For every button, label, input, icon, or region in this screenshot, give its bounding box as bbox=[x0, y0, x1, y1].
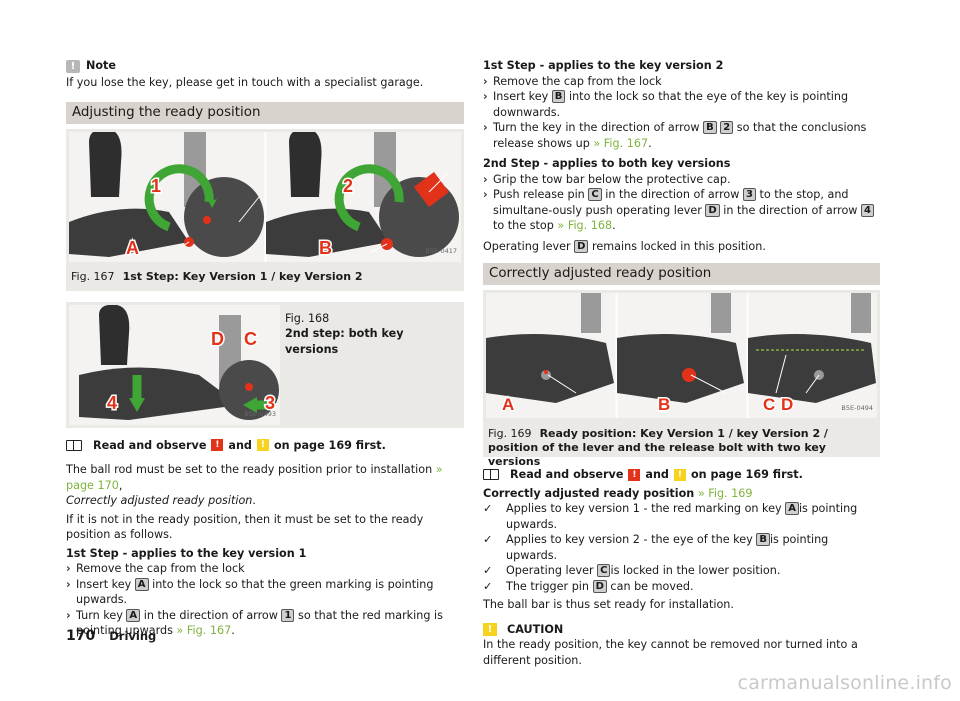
figure-168: D C 4 3 B5E-0493 Fig. 168 2nd step: both… bbox=[66, 301, 464, 428]
fig168-label-4: 4 bbox=[107, 393, 117, 413]
caution-header: ! CAUTION bbox=[483, 622, 880, 638]
note-icon: ! bbox=[66, 59, 80, 73]
read-observe-post: on page 169 first. bbox=[273, 438, 386, 452]
fig169-number: Fig. 169 bbox=[488, 427, 532, 440]
fig169-label-a: A bbox=[502, 395, 514, 414]
check-item-1: ✓Applies to key version 1 - the red mark… bbox=[483, 502, 858, 531]
fig168-label-3: 3 bbox=[265, 393, 275, 413]
read-observe-text-right: Read and observe bbox=[510, 468, 624, 481]
step2-item-1: ›Grip the tow bar below the protective c… bbox=[483, 172, 731, 186]
left-column: ! Note If you lose the key, please get i… bbox=[66, 58, 464, 639]
fig168-link[interactable]: » Fig. 168 bbox=[557, 219, 613, 232]
checkmark-icon: ✓ bbox=[483, 564, 493, 577]
step1-v2-item-3: ›Turn the key in the direction of arrow … bbox=[483, 121, 867, 150]
fig169-link[interactable]: » Fig. 169 bbox=[697, 486, 753, 500]
fig169-label-b: B bbox=[658, 395, 670, 414]
step2-item-2: ›Push release pin C in the direction of … bbox=[483, 187, 880, 234]
read-observe-text: Read and observe bbox=[93, 438, 207, 452]
fig167-label-1: 1 bbox=[151, 176, 161, 196]
read-observe-post-right: on page 169 first. bbox=[690, 468, 803, 481]
read-observe-right: Read and observe ! and ! on page 169 fir… bbox=[483, 467, 880, 483]
fig169-label-c: C bbox=[763, 395, 775, 414]
page-170-link[interactable]: » page 170 bbox=[66, 463, 443, 492]
correct-title-line: Correctly adjusted ready position » Fig.… bbox=[483, 486, 753, 500]
step1-v1-item-3: ›Turn key A in the direction of arrow 1 … bbox=[66, 608, 443, 637]
caution-title: CAUTION bbox=[507, 622, 564, 636]
correct-summary: The ball bar is thus set ready for insta… bbox=[483, 598, 734, 611]
figure-168-image: D C 4 3 B5E-0493 bbox=[69, 304, 280, 425]
fig168-label-c: C bbox=[244, 329, 257, 349]
fig167-link[interactable]: » Fig. 167 bbox=[176, 624, 232, 637]
fig168-caption: Fig. 168 2nd step: both key versions bbox=[285, 311, 460, 358]
fig167-caption: Fig. 167 1st Step: Key Version 1 / key Ve… bbox=[71, 269, 363, 285]
step1-v2-item-2: ›Insert key B into the lock so that the … bbox=[483, 90, 849, 119]
fig168-caption-text: 2nd step: both key versions bbox=[285, 327, 404, 356]
fig167-link-right[interactable]: » Fig. 167 bbox=[593, 136, 649, 150]
warning-yellow-icon: ! bbox=[256, 439, 269, 452]
fig167-label-a: A bbox=[126, 238, 139, 258]
step1-v2-item-1: ›Remove the cap from the lock bbox=[483, 74, 662, 88]
footer-section: Driving bbox=[109, 629, 157, 643]
checkmark-icon: ✓ bbox=[483, 502, 493, 515]
checkmark-icon: ✓ bbox=[483, 533, 493, 546]
left-paragraph-1: The ball rod must be set to the ready po… bbox=[66, 463, 443, 507]
check-item-2: ✓Applies to key version 2 - the eye of t… bbox=[483, 533, 829, 562]
checkmark-icon: ✓ bbox=[483, 579, 493, 593]
fig168-number: Fig. 168 bbox=[285, 311, 330, 325]
figure-167: 1 2 A B B5E-0417 Fig. 167 1st Step: Key V… bbox=[66, 128, 464, 291]
figure-167-image: 1 2 A B B5E-0417 bbox=[69, 131, 461, 262]
figure-169-image: A B C D B5E-0494 bbox=[486, 293, 877, 418]
warning-red-icon: ! bbox=[211, 439, 224, 452]
caution-text: In the ready position, the key cannot be… bbox=[483, 638, 858, 667]
watermark: carmanualsonline.info bbox=[737, 671, 952, 694]
fig167-caption-text: 1st Step: Key Version 1 / key Version 2 bbox=[122, 269, 363, 283]
caution-icon: ! bbox=[483, 622, 497, 636]
note-text: If you lose the key, please get in touch… bbox=[66, 76, 424, 89]
note-title: Note bbox=[86, 59, 116, 73]
fig167-label-2: 2 bbox=[343, 176, 353, 196]
book-icon-right bbox=[483, 469, 499, 481]
fig167-code: B5E-0417 bbox=[425, 247, 457, 255]
warning-red-icon-right: ! bbox=[628, 468, 641, 481]
read-observe-left: Read and observe ! and ! on page 169 fir… bbox=[66, 438, 464, 454]
page-footer: 170 Driving bbox=[66, 628, 157, 645]
right-column: 1st Step - applies to the key version 2 … bbox=[483, 58, 880, 668]
step2-result: Operating lever D remains locked in this… bbox=[483, 239, 766, 253]
step2-title: 2nd Step - applies to both key versions bbox=[483, 157, 731, 170]
fig169-label-d: D bbox=[781, 395, 793, 414]
section-heading-ready: Adjusting the ready position bbox=[66, 101, 464, 124]
section-heading-correct: Correctly adjusted ready position bbox=[483, 263, 880, 285]
fig168-label-d: D bbox=[211, 329, 224, 349]
check-item-4: ✓The trigger pin D can be moved. bbox=[483, 579, 694, 593]
step1-v1-item-2: ›Insert key A into the lock so that the … bbox=[66, 577, 434, 606]
warning-yellow-icon-right: ! bbox=[673, 468, 686, 481]
fig167-label-b: B bbox=[319, 238, 332, 258]
read-observe-and: and bbox=[228, 438, 252, 452]
fig167-number: Fig. 167 bbox=[71, 269, 115, 283]
book-icon bbox=[66, 439, 82, 451]
fig169-code: B5E-0494 bbox=[841, 403, 873, 412]
read-observe-and-right: and bbox=[645, 468, 669, 481]
page-number: 170 bbox=[66, 628, 96, 644]
note-header: ! Note bbox=[66, 58, 464, 74]
step1-v1-title: 1st Step - applies to the key version 1 bbox=[66, 546, 307, 560]
fig169-caption-text: Ready position: Key Version 1 / key Vers… bbox=[488, 427, 828, 468]
step1-v2-title: 1st Step - applies to the key version 2 bbox=[483, 59, 724, 72]
left-paragraph-2: If it is not in the ready position, then… bbox=[66, 512, 424, 542]
fig168-code: B5E-0493 bbox=[244, 410, 276, 418]
step1-v1-item-1: ›Remove the cap from the lock bbox=[66, 562, 245, 575]
